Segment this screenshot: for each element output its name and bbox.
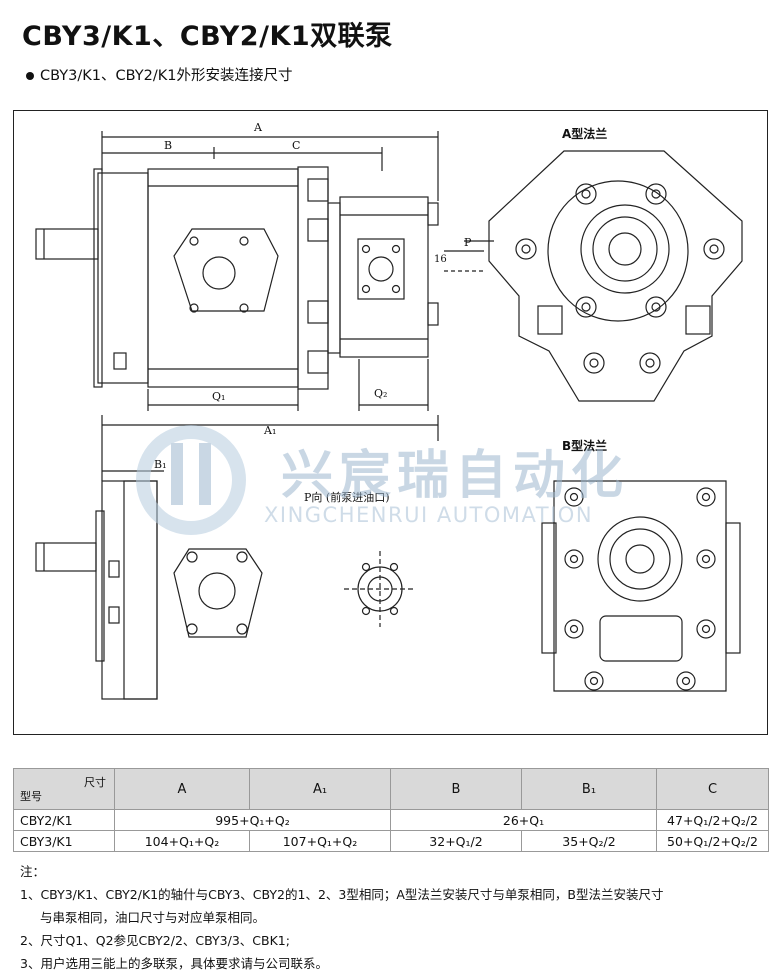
dim-label-q2: Q₂ [374, 387, 388, 400]
flange-b-view [541, 480, 741, 692]
col-header-b: B [390, 768, 522, 810]
note-3: 3、用户选用三能上的多联泵，具体要求请与公司联系。 [20, 956, 328, 971]
table-row: CBY2/K1 995+Q₁+Q₂ 26+Q₁ 47+Q₁/2+Q₂/2 [13, 809, 769, 831]
notes-head: 注： [20, 864, 46, 879]
flange-a-title: A型法兰 [562, 127, 608, 141]
cell-b1: 35+Q₂/2 [521, 830, 657, 852]
flange-b-title: B型法兰 [562, 439, 608, 453]
col-header-a1: A₁ [249, 768, 391, 810]
dim-label-a1: A₁ [264, 424, 277, 437]
note-1a: 1、CBY3/K1、CBY2/K1的轴什与CBY3、CBY2的1、2、3型相同；… [20, 887, 664, 902]
cell-a-a1: 995+Q₁+Q₂ [114, 809, 391, 831]
col-header-c: C [656, 768, 769, 810]
drawing-svg [35, 131, 743, 700]
page-title: CBY3/K1、CBY2/K1双联泵 [22, 21, 393, 52]
row-model: CBY3/K1 [13, 830, 115, 852]
col-header-a: A [114, 768, 250, 810]
dim-label-a: A [254, 121, 262, 134]
table-corner-cell: 尺寸 型号 [13, 768, 115, 810]
table-header-row: 尺寸 型号 A A₁ B B₁ C [13, 768, 769, 810]
note-1b: 与串泵相同，油口尺寸与对应单泵相同。 [40, 910, 266, 925]
cell-c: 47+Q₁/2+Q₂/2 [656, 809, 769, 831]
bottom-pump-view [35, 415, 439, 700]
table-row: CBY3/K1 104+Q₁+Q₂ 107+Q₁+Q₂ 32+Q₁/2 35+Q… [13, 830, 769, 852]
corner-top-label: 尺寸 [84, 776, 106, 789]
dim-label-c: C [292, 139, 301, 152]
p-view-label: P向 (前泵进油口) [304, 491, 390, 504]
top-pump-view [35, 131, 494, 411]
notes: 注： 1、CBY3/K1、CBY2/K1的轴什与CBY3、CBY2的1、2、3型… [20, 860, 664, 975]
dim-label-16: 16 [434, 254, 447, 265]
page-subtitle: CBY3/K1、CBY2/K1外形安装连接尺寸 [26, 64, 292, 85]
col-header-b1: B₁ [521, 768, 657, 810]
spec-table: 尺寸 型号 A A₁ B B₁ C CBY2/K1 995+Q₁+Q₂ 26+Q… [13, 768, 769, 852]
bullet-icon [26, 72, 34, 80]
corner-bottom-label: 型号 [20, 790, 42, 803]
dim-label-p: P [464, 236, 472, 249]
subtitle-text: CBY3/K1、CBY2/K1外形安装连接尺寸 [40, 68, 293, 84]
cell-b: 32+Q₁/2 [390, 830, 522, 852]
cell-a: 104+Q₁+Q₂ [114, 830, 250, 852]
cell-a1: 107+Q₁+Q₂ [249, 830, 391, 852]
cell-b-b1: 26+Q₁ [390, 809, 657, 831]
technical-drawing: A B C Q₁ Q₂ P 16 A₁ B₁ P向 (前泵进油口) A型法兰 B… [13, 110, 768, 735]
dim-label-q1: Q₁ [212, 390, 226, 403]
note-2: 2、尺寸Q1、Q2参见CBY2/2、CBY3/3、CBK1; [20, 933, 290, 948]
dim-label-b: B [164, 139, 173, 152]
cell-c: 50+Q₁/2+Q₂/2 [656, 830, 769, 852]
row-model: CBY2/K1 [13, 809, 115, 831]
dim-label-b1: B₁ [154, 458, 167, 471]
flange-a-view [488, 150, 743, 402]
